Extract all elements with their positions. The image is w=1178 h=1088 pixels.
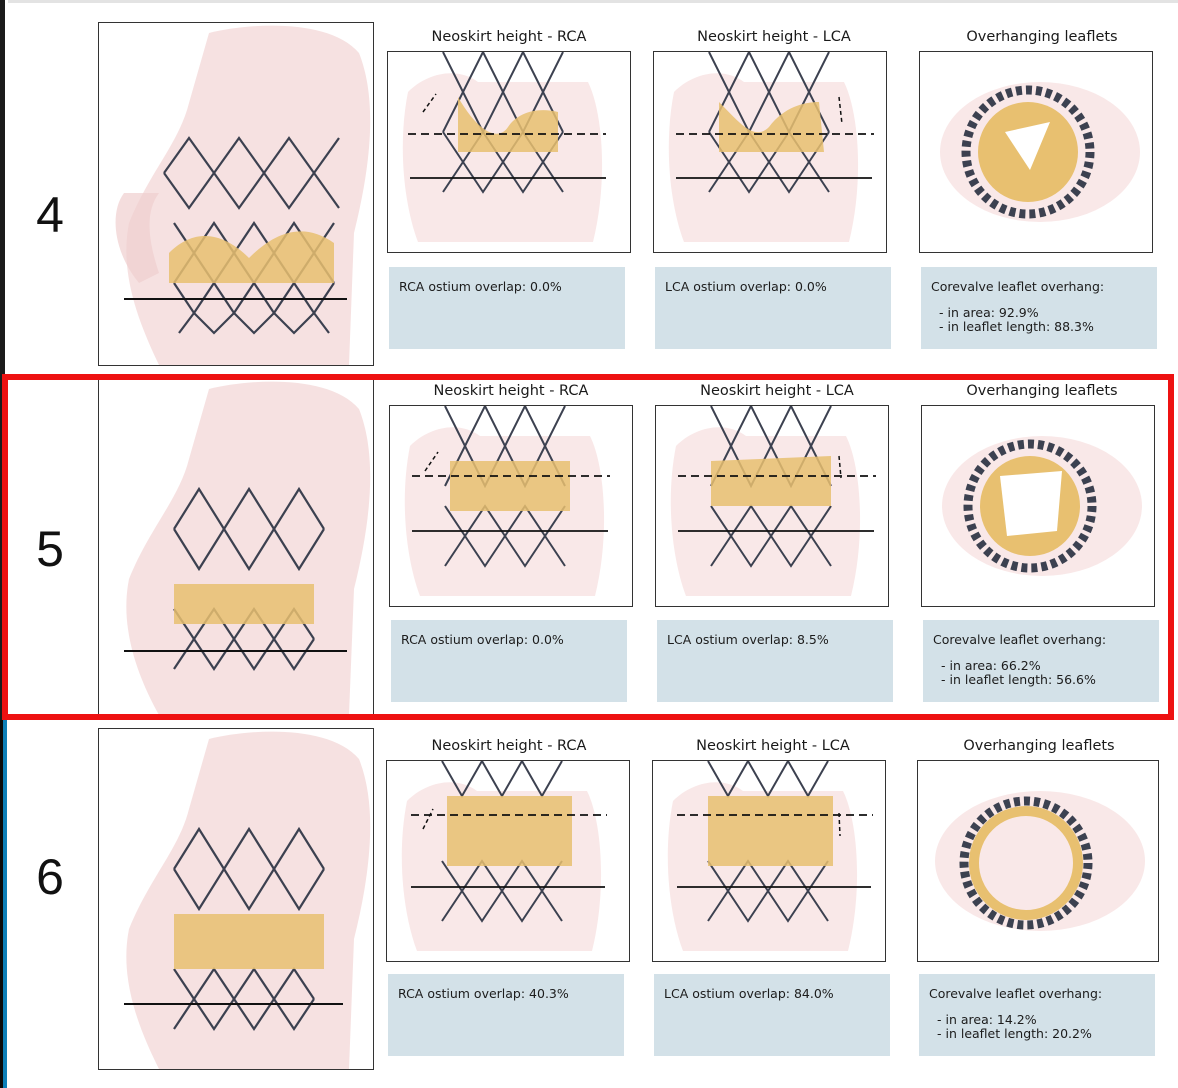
lca-overlap-text: LCA ostium overlap: 0.0%: [665, 279, 881, 294]
rca-overlap-box: RCA ostium overlap: 0.0%: [389, 267, 625, 349]
lca-overlap-text: LCA ostium overlap: 8.5%: [667, 632, 883, 647]
neoskirt-lca-view: [652, 760, 886, 962]
panel-title-neoskirt-rca: Neoskirt height - RCA: [400, 738, 618, 754]
case-number: 6: [22, 848, 78, 906]
overhanging-leaflets-view: [917, 760, 1159, 962]
rca-overlap-text: RCA ostium overlap: 0.0%: [401, 632, 617, 647]
leaflet-overhang-box: Corevalve leaflet overhang: - in area: 9…: [921, 267, 1157, 349]
valve-side-view: [98, 22, 374, 366]
panel-title-neoskirt-rca: Neoskirt height - RCA: [402, 383, 620, 399]
panel-title-overhanging: Overhanging leaflets: [933, 383, 1151, 399]
overhang-area: - in area: 92.9%: [939, 306, 1147, 320]
overhang-length: - in leaflet length: 20.2%: [937, 1027, 1145, 1041]
neoskirt-lca-view: [653, 51, 887, 253]
neoskirt-rca-view: [386, 760, 630, 962]
overhanging-leaflets-view: [919, 51, 1153, 253]
neoskirt-rca-view: [387, 51, 631, 253]
lca-overlap-box: LCA ostium overlap: 0.0%: [655, 267, 891, 349]
panel-title-neoskirt-lca: Neoskirt height - LCA: [664, 738, 882, 754]
valve-side-view: [98, 728, 374, 1070]
overhang-area: - in area: 14.2%: [937, 1013, 1145, 1027]
overhang-title: Corevalve leaflet overhang:: [933, 632, 1149, 647]
panel-title-overhanging: Overhanging leaflets: [933, 29, 1151, 45]
rca-overlap-text: RCA ostium overlap: 40.3%: [398, 986, 614, 1001]
overhang-title: Corevalve leaflet overhang:: [931, 279, 1147, 294]
overhanging-leaflets-view: [921, 405, 1155, 607]
leaflet-overhang-box: Corevalve leaflet overhang: - in area: 1…: [919, 974, 1155, 1056]
overhang-title: Corevalve leaflet overhang:: [929, 986, 1145, 1001]
top-border: [0, 0, 1178, 3]
stent-illustration: [99, 379, 373, 715]
neoskirt-rca-view: [389, 405, 633, 607]
rca-overlap-box: RCA ostium overlap: 40.3%: [388, 974, 624, 1056]
overhang-area: - in area: 66.2%: [941, 659, 1149, 673]
rca-overlap-text: RCA ostium overlap: 0.0%: [399, 279, 615, 294]
rca-overlap-box: RCA ostium overlap: 0.0%: [391, 620, 627, 702]
lca-overlap-text: LCA ostium overlap: 84.0%: [664, 986, 880, 1001]
overhang-length: - in leaflet length: 88.3%: [939, 320, 1147, 334]
panel-title-neoskirt-rca: Neoskirt height - RCA: [400, 29, 618, 45]
panel-title-neoskirt-lca: Neoskirt height - LCA: [668, 383, 886, 399]
neoskirt-lca-view: [655, 405, 889, 607]
leaflet-overhang-box: Corevalve leaflet overhang: - in area: 6…: [923, 620, 1159, 702]
case-number: 5: [22, 520, 78, 578]
lca-overlap-box: LCA ostium overlap: 8.5%: [657, 620, 893, 702]
lca-overlap-box: LCA ostium overlap: 84.0%: [654, 974, 890, 1056]
case-number: 4: [22, 186, 78, 244]
overhang-length: - in leaflet length: 56.6%: [941, 673, 1149, 687]
left-edge-bar: [0, 0, 8, 1088]
panel-title-neoskirt-lca: Neoskirt height - LCA: [665, 29, 883, 45]
stent-illustration: [99, 729, 373, 1069]
panel-title-overhanging: Overhanging leaflets: [930, 738, 1148, 754]
stent-illustration: [99, 23, 373, 365]
valve-side-view: [98, 378, 374, 716]
